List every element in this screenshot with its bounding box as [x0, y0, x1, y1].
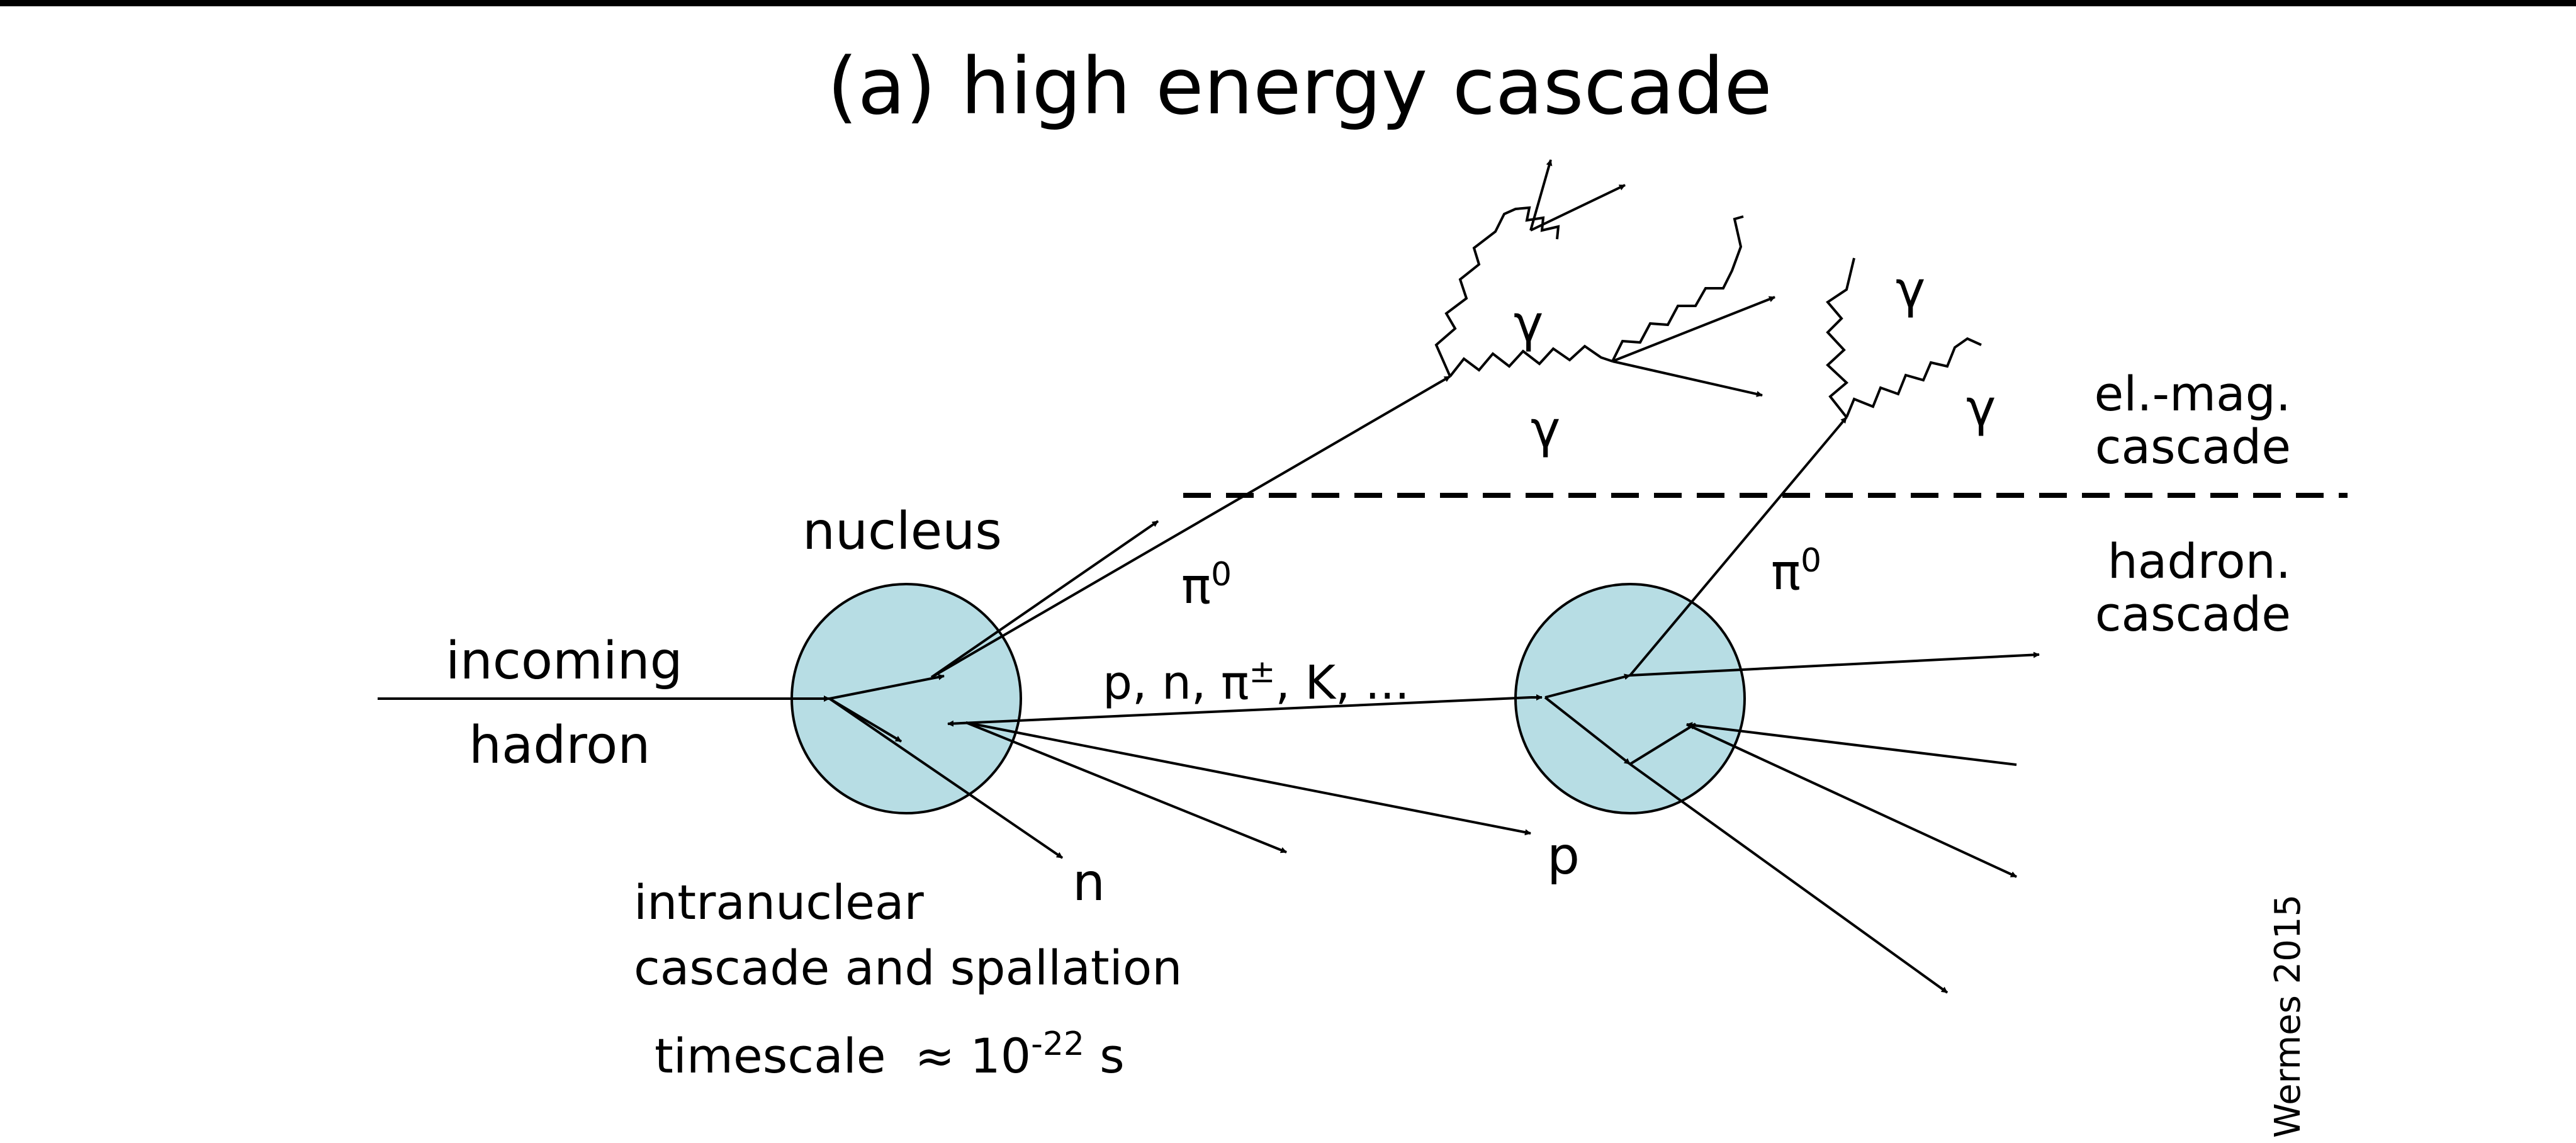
photon-wave-right-up	[1826, 257, 1855, 419]
label-incoming: incoming	[446, 631, 683, 691]
label-hadron-cascade-line2: cascade	[2095, 586, 2291, 642]
label-gamma-1: γ	[1514, 295, 1543, 353]
cascade-diagram: (a) high energy cascade	[378, 42, 2348, 1138]
internal-track-a	[829, 673, 945, 700]
pi0-track-left	[930, 375, 1451, 678]
label-pi0-right: π0	[1771, 542, 1821, 601]
return-track	[1686, 722, 2017, 766]
label-intranuclear-line2: cascade and spallation	[634, 940, 1182, 996]
label-nucleus: nucleus	[802, 502, 1002, 561]
pair-track-up-b	[1530, 184, 1626, 232]
nucleus-2	[1514, 583, 1746, 814]
label-pi0-left: π0	[1181, 556, 1232, 615]
internal-track-e	[1629, 723, 1697, 765]
outgoing-track-c	[1686, 723, 2017, 878]
neutron-track	[828, 697, 1064, 859]
intranuclear-tracks-1	[378, 375, 1531, 859]
intranuclear-tracks-2	[1531, 416, 2040, 994]
label-hadron-cascade-line1: hadron.	[2108, 533, 2291, 589]
internal-track-d	[1544, 696, 1631, 765]
em-shower-left	[1434, 159, 1775, 397]
proton-track	[965, 721, 1531, 836]
label-proton: p	[1547, 826, 1580, 886]
back-track	[947, 696, 1531, 727]
label-neutron: n	[1072, 853, 1105, 913]
figure-page: (a) high energy cascade	[0, 6, 2576, 1143]
em-shower-right	[1826, 257, 1982, 419]
credit-text: Wermes 2015	[2268, 894, 2309, 1138]
internal-track-c	[1544, 673, 1631, 699]
outgoing-track-b	[1629, 763, 1949, 994]
photon-wave-up	[1434, 206, 1560, 377]
label-gamma-2: γ	[1531, 400, 1560, 459]
pair-track-right-b	[1612, 360, 1763, 397]
label-em-cascade-line1: el.-mag.	[2095, 366, 2291, 422]
label-intranuclear-line1: intranuclear	[634, 874, 924, 930]
photon-wave-right-side	[1845, 337, 1982, 418]
label-timescale: timescale≈ 10-22 s	[655, 1025, 1125, 1084]
secondary-track-up	[930, 520, 1159, 678]
pair-track-right-a	[1612, 296, 1775, 363]
photon-wave-branch	[1611, 215, 1744, 362]
outgoing-track-a	[1629, 651, 2040, 677]
label-hadron: hadron	[469, 716, 650, 775]
photon-wave-right	[1449, 344, 1613, 378]
label-gamma-4: γ	[1966, 379, 1996, 437]
label-em-cascade-line2: cascade	[2095, 419, 2291, 475]
label-gamma-3: γ	[1896, 261, 1925, 319]
secondary-track-down	[965, 721, 1287, 853]
label-secondaries: p, n, π±, K, ...	[1103, 653, 1410, 710]
pi0-track-right	[1629, 416, 1848, 677]
diagram-title: (a) high energy cascade	[827, 42, 1772, 132]
pair-track-up-a	[1529, 159, 1553, 231]
